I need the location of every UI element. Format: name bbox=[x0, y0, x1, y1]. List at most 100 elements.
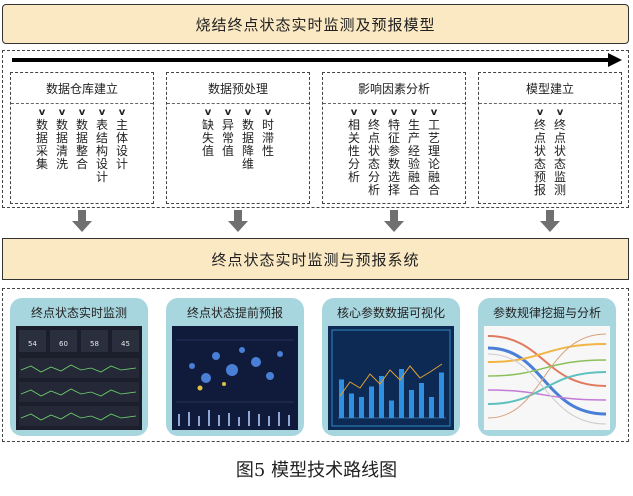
panel-title: 终点状态实时监测 bbox=[30, 306, 127, 320]
vis-bar bbox=[429, 397, 434, 418]
down-arrow-icon bbox=[72, 210, 92, 232]
visualization-chart-image bbox=[328, 326, 454, 430]
item-label: 数据采集 bbox=[35, 118, 48, 171]
item-label: 异常值 bbox=[221, 118, 234, 158]
tick-icon: v bbox=[98, 107, 106, 118]
system-panels-frame bbox=[2, 288, 629, 442]
down-arrow-icon bbox=[228, 210, 248, 232]
item-label: 终点状态预报 bbox=[533, 118, 546, 197]
tick-icon: v bbox=[556, 107, 564, 118]
metric-value: 54 bbox=[28, 340, 37, 348]
tick-icon: v bbox=[78, 107, 86, 118]
monitoring-dashboard-image: 54 60 58 45 bbox=[16, 326, 142, 430]
panel-title: 参数规律挖掘与分析 bbox=[492, 306, 601, 320]
model-title: 烧结终点状态实时监测及预报模型 bbox=[195, 15, 436, 34]
item-label: 表结构设计 bbox=[95, 118, 108, 184]
vis-bar bbox=[339, 379, 344, 418]
item-label: 时滞性 bbox=[261, 118, 274, 158]
system-title: 终点状态实时监测与预报系统 bbox=[211, 250, 420, 269]
panel-realtime-monitoring: 终点状态实时监测 54 60 58 45 bbox=[10, 298, 148, 436]
panel-title: 终点状态提前预报 bbox=[186, 306, 283, 320]
sankey-lines-image bbox=[484, 326, 610, 430]
vis-bar bbox=[439, 372, 444, 418]
vis-bar bbox=[369, 386, 374, 418]
item-label: 终点状态监测 bbox=[553, 118, 566, 197]
flow-arrow-head-icon bbox=[608, 53, 622, 67]
tick-icon: v bbox=[370, 107, 378, 118]
down-arrow-icon bbox=[540, 210, 560, 232]
panel-title: 核心参数数据可视化 bbox=[336, 306, 445, 320]
tick-icon: v bbox=[118, 107, 126, 118]
module-title: 模型建立 bbox=[479, 73, 621, 104]
module-title: 数据预处理 bbox=[167, 73, 309, 104]
tick-icon: v bbox=[536, 107, 544, 118]
tick-icon: v bbox=[244, 107, 252, 118]
metric-value: 58 bbox=[90, 340, 99, 348]
tick-icon: v bbox=[410, 107, 418, 118]
item-label: 工艺理论融合 bbox=[427, 118, 440, 197]
system-title-box: 终点状态实时监测与预报系统 bbox=[2, 238, 629, 280]
item-label: 数据整合 bbox=[75, 118, 88, 171]
module-title: 影响因素分析 bbox=[323, 73, 465, 104]
tick-icon: v bbox=[430, 107, 438, 118]
item-label: 主体设计 bbox=[115, 118, 128, 171]
vis-bar bbox=[409, 390, 414, 418]
vis-bar bbox=[349, 393, 354, 418]
vis-bar bbox=[379, 376, 384, 418]
tick-icon: v bbox=[38, 107, 46, 118]
item-label: 数据降维 bbox=[241, 118, 254, 171]
tick-icon: v bbox=[204, 107, 212, 118]
forecast-bubble-image bbox=[172, 326, 298, 430]
flow-arrow-bar bbox=[12, 58, 610, 62]
vis-bar bbox=[359, 397, 364, 418]
vis-bar bbox=[399, 369, 404, 418]
tick-icon: v bbox=[390, 107, 398, 118]
figure-caption: 图5 模型技术路线图 bbox=[235, 460, 398, 481]
panel-advance-forecast: 终点状态提前预报 bbox=[166, 298, 304, 436]
item-label: 数据清洗 bbox=[55, 118, 68, 171]
vis-bar bbox=[389, 400, 394, 418]
bar-group bbox=[339, 369, 444, 418]
item-label: 相关性分析 bbox=[347, 118, 360, 184]
metric-value: 60 bbox=[59, 340, 68, 348]
item-label: 生产经验融合 bbox=[407, 118, 420, 197]
module-title: 数据仓库建立 bbox=[11, 73, 153, 104]
vis-bar bbox=[419, 383, 424, 418]
tick-icon: v bbox=[224, 107, 232, 118]
item-label: 终点状态分析 bbox=[367, 118, 380, 197]
tick-icon: v bbox=[58, 107, 66, 118]
metric-value: 45 bbox=[121, 340, 130, 348]
item-label: 缺失值 bbox=[201, 118, 214, 158]
tick-icon: v bbox=[264, 107, 272, 118]
item-label: 特征参数选择 bbox=[387, 118, 400, 197]
panel-core-visualization: 核心参数数据可视化 bbox=[322, 298, 460, 436]
panel-pattern-mining: 参数规律挖掘与分析 bbox=[478, 298, 616, 436]
tick-icon: v bbox=[350, 107, 358, 118]
process-frame bbox=[2, 50, 629, 208]
down-arrow-icon bbox=[384, 210, 404, 232]
